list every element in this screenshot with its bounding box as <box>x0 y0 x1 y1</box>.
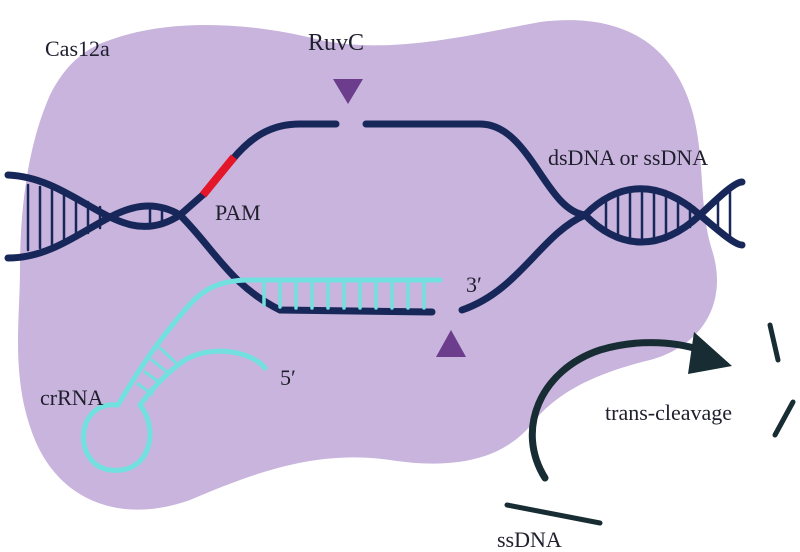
dna-top-strand-bubble-right <box>362 120 589 219</box>
dna-left-strand-a <box>4 171 184 230</box>
crrna-strand <box>80 277 443 473</box>
dna-top-strand-bubble-left <box>228 120 340 164</box>
crrna-stem-inner <box>137 348 268 408</box>
label-5-prime: 5′ <box>280 365 296 390</box>
dna-left-strand-b <box>4 202 184 262</box>
label-3-prime: 3′ <box>466 272 482 297</box>
pam-segment <box>199 154 238 198</box>
crrna-target-base-pairs <box>262 280 426 310</box>
label-target-dna: dsDNA or ssDNA <box>548 145 708 170</box>
dna-bottom-strand-right <box>458 211 589 314</box>
crrna-loop <box>80 402 153 473</box>
crrna-stem-outer <box>115 307 188 408</box>
dna-right-strand-b <box>581 178 746 246</box>
label-cas12a: Cas12a <box>45 36 110 61</box>
ssdna-cut-fragment-1 <box>767 322 781 363</box>
ssdna-uncut-strand <box>504 502 603 526</box>
dna-top-strand-left <box>176 189 209 219</box>
ruvc-cut-marker-top <box>333 79 363 104</box>
trans-cleavage-arrow <box>528 332 732 482</box>
label-ssdna: ssDNA <box>497 527 562 552</box>
dna-left-base-pairs <box>26 183 102 252</box>
dna-left-base-pairs-2 <box>148 203 164 230</box>
crrna-spacer <box>182 277 443 313</box>
ssdna-fragments <box>504 322 796 526</box>
target-dna <box>4 120 746 316</box>
dna-right-base-pairs <box>604 185 732 246</box>
label-ruvc: RuvC <box>308 30 364 56</box>
dna-bottom-strand-left <box>176 211 436 316</box>
cas12a-protein-body <box>18 20 717 510</box>
ruvc-cut-marker-bottom <box>436 330 466 357</box>
label-trans-cleavage: trans-cleavage <box>605 400 732 425</box>
trans-cleavage-arrow-arc <box>528 339 710 482</box>
crrna-stem-base-pairs <box>136 346 177 396</box>
ssdna-cut-fragment-2 <box>772 399 796 438</box>
label-pam: PAM <box>215 200 261 225</box>
trans-cleavage-arrowhead <box>688 332 732 374</box>
label-crrna: crRNA <box>40 385 104 410</box>
